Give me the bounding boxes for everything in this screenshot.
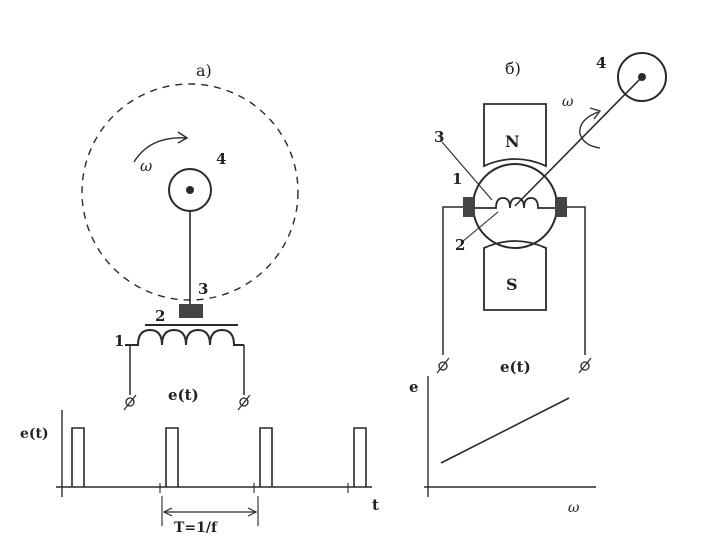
north-pole-label: N bbox=[505, 132, 520, 151]
output-terminal-right bbox=[237, 394, 251, 411]
part-2-label: 2 bbox=[155, 307, 165, 325]
south-pole-label: S bbox=[506, 275, 518, 294]
part-1-label-b: 1 bbox=[452, 170, 462, 188]
period-label: T=1/f bbox=[174, 520, 218, 536]
rotation-arrow-icon-b bbox=[579, 107, 602, 149]
permanent-magnet bbox=[179, 304, 203, 318]
rotating-disc bbox=[168, 168, 212, 212]
output-terminal-left-b bbox=[436, 357, 450, 374]
rotation-arrow-icon bbox=[133, 131, 189, 163]
linear-graph-x-label: ω bbox=[568, 500, 580, 516]
north-pole bbox=[483, 103, 547, 168]
part-4-label: 4 bbox=[216, 150, 226, 168]
part-4-label-b: 4 bbox=[596, 54, 606, 72]
linear-graph-y-label: e bbox=[409, 378, 419, 396]
output-terminal-left bbox=[123, 394, 137, 411]
rotor-shaft bbox=[514, 76, 643, 207]
omega-label: ω bbox=[140, 157, 152, 175]
coil-winding bbox=[125, 328, 245, 395]
panel-a: a) ω 4 3 2 1 bbox=[20, 61, 379, 536]
south-pole bbox=[483, 240, 547, 311]
brush-left bbox=[463, 197, 475, 217]
pulse-4 bbox=[353, 427, 367, 487]
pulse-2 bbox=[165, 427, 179, 487]
pulse-3 bbox=[259, 427, 273, 487]
part-2-label-b: 2 bbox=[455, 236, 465, 254]
pulse-1 bbox=[71, 427, 85, 487]
part-3-label: 3 bbox=[198, 280, 208, 298]
linear-graph-line bbox=[440, 397, 570, 464]
pulse-series bbox=[71, 427, 367, 493]
panel-b: б) 4 ω N S 3 1 bbox=[409, 52, 667, 516]
rotor-winding bbox=[474, 197, 556, 209]
brush-right bbox=[555, 197, 567, 217]
output-leads bbox=[442, 206, 586, 355]
output-label: e(t) bbox=[168, 386, 199, 404]
panel-b-label: б) bbox=[505, 59, 521, 78]
omega-label-b: ω bbox=[562, 94, 574, 110]
part-3-label-b: 3 bbox=[434, 128, 444, 146]
pulse-graph-y-label: e(t) bbox=[20, 426, 49, 442]
panel-a-label: a) bbox=[196, 61, 212, 80]
pulse-graph: e(t) t T=1/f bbox=[20, 410, 379, 536]
period-dimension-arrow bbox=[162, 507, 258, 517]
pulse-graph-x-label: t bbox=[372, 496, 379, 514]
linear-graph: e ω bbox=[409, 376, 596, 516]
part-1-label: 1 bbox=[114, 332, 124, 350]
output-label-b: e(t) bbox=[500, 358, 531, 376]
output-terminal-right-b bbox=[578, 357, 592, 374]
